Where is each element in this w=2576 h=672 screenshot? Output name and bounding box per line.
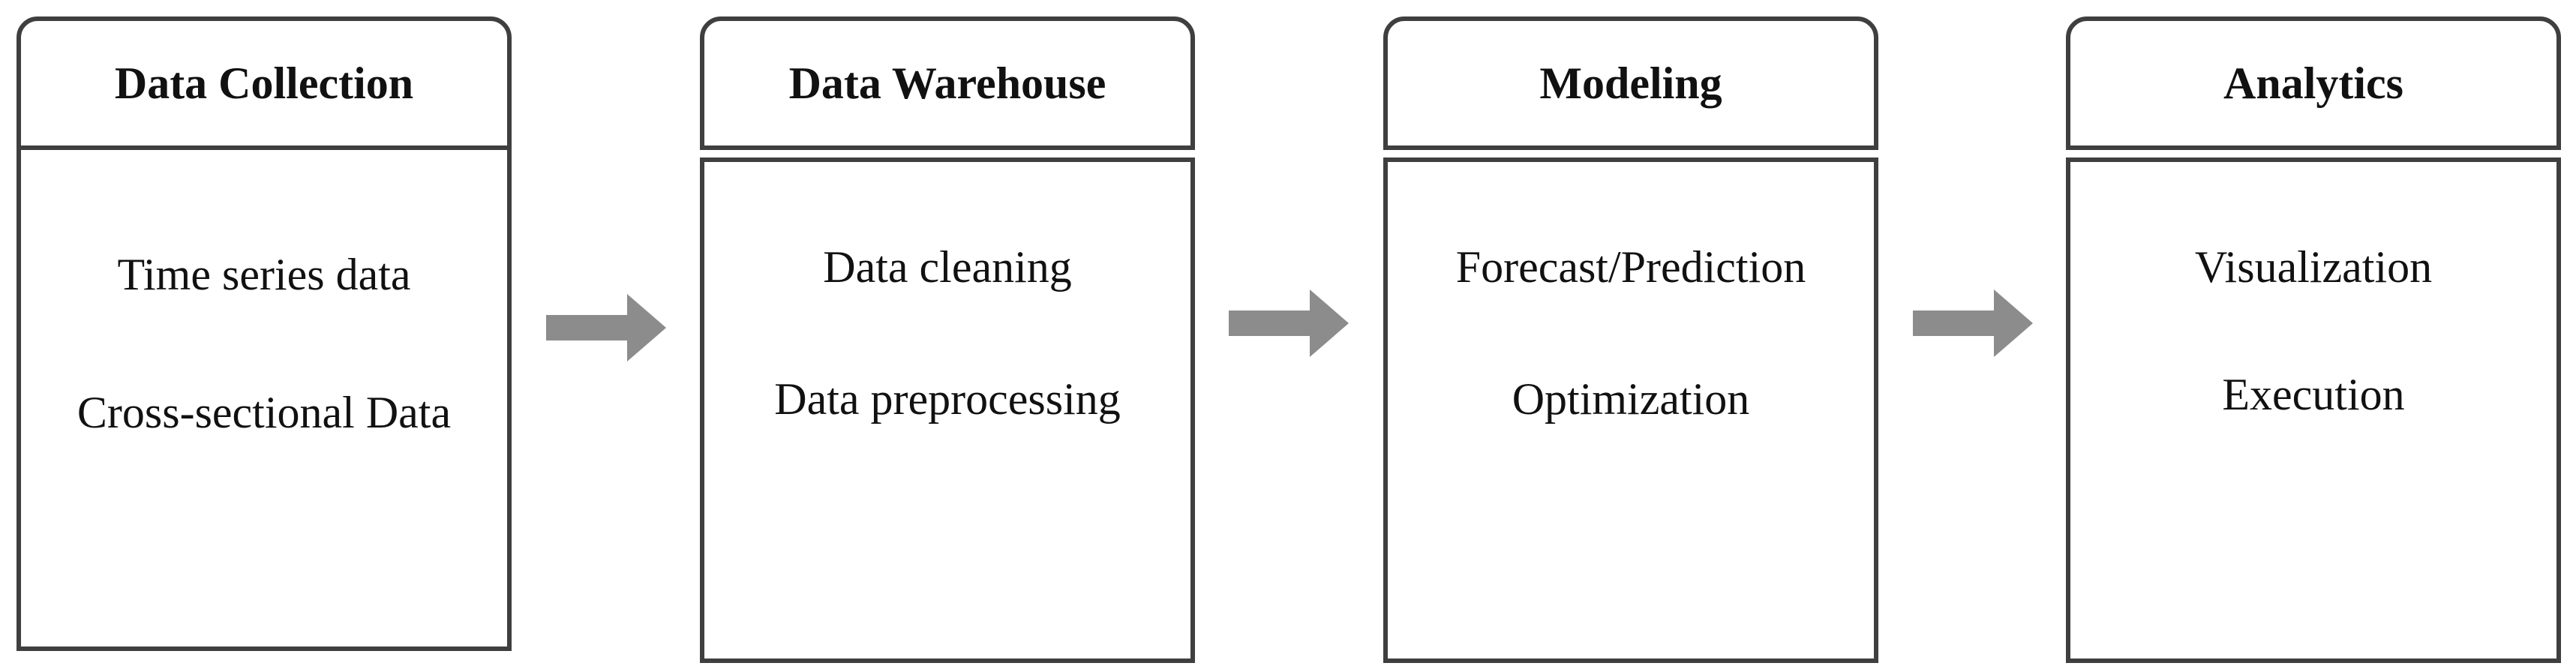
stage-data-collection: Data Collection Time series data Cross-s… (17, 0, 512, 672)
stage-item: Execution (2222, 370, 2405, 419)
flow-arrow-icon (546, 294, 666, 362)
stage-title: Data Warehouse (788, 58, 1106, 108)
stage-header: Data Warehouse (700, 16, 1195, 150)
stage-body: Data cleaning Data preprocessing (700, 158, 1195, 663)
flow-arrow-icon (1229, 290, 1349, 357)
stage-title: Modeling (1539, 58, 1722, 108)
stage-title: Analytics (2223, 58, 2403, 108)
stage-data-warehouse: Data Warehouse Data cleaning Data prepro… (700, 0, 1195, 672)
stage-header: Data Collection (17, 16, 512, 150)
stage-item: Cross-sectional Data (77, 388, 452, 437)
stage-item: Visualization (2194, 242, 2433, 292)
stage-modeling: Modeling Forecast/Prediction Optimizatio… (1383, 0, 1878, 672)
stage-analytics: Analytics Visualization Execution (2066, 0, 2561, 672)
stage-item: Optimization (1512, 374, 1750, 424)
stage-body: Time series data Cross-sectional Data (17, 146, 512, 651)
stage-header: Modeling (1383, 16, 1878, 150)
stage-item: Data cleaning (823, 242, 1072, 292)
stage-item: Data preprocessing (774, 374, 1121, 424)
flow-arrow-icon (1913, 290, 2033, 357)
stage-item: Forecast/Prediction (1455, 242, 1806, 292)
stage-body: Forecast/Prediction Optimization (1383, 158, 1878, 663)
stage-header: Analytics (2066, 16, 2561, 150)
stage-title: Data Collection (114, 58, 414, 108)
stage-body: Visualization Execution (2066, 158, 2561, 663)
stage-item: Time series data (117, 250, 411, 299)
